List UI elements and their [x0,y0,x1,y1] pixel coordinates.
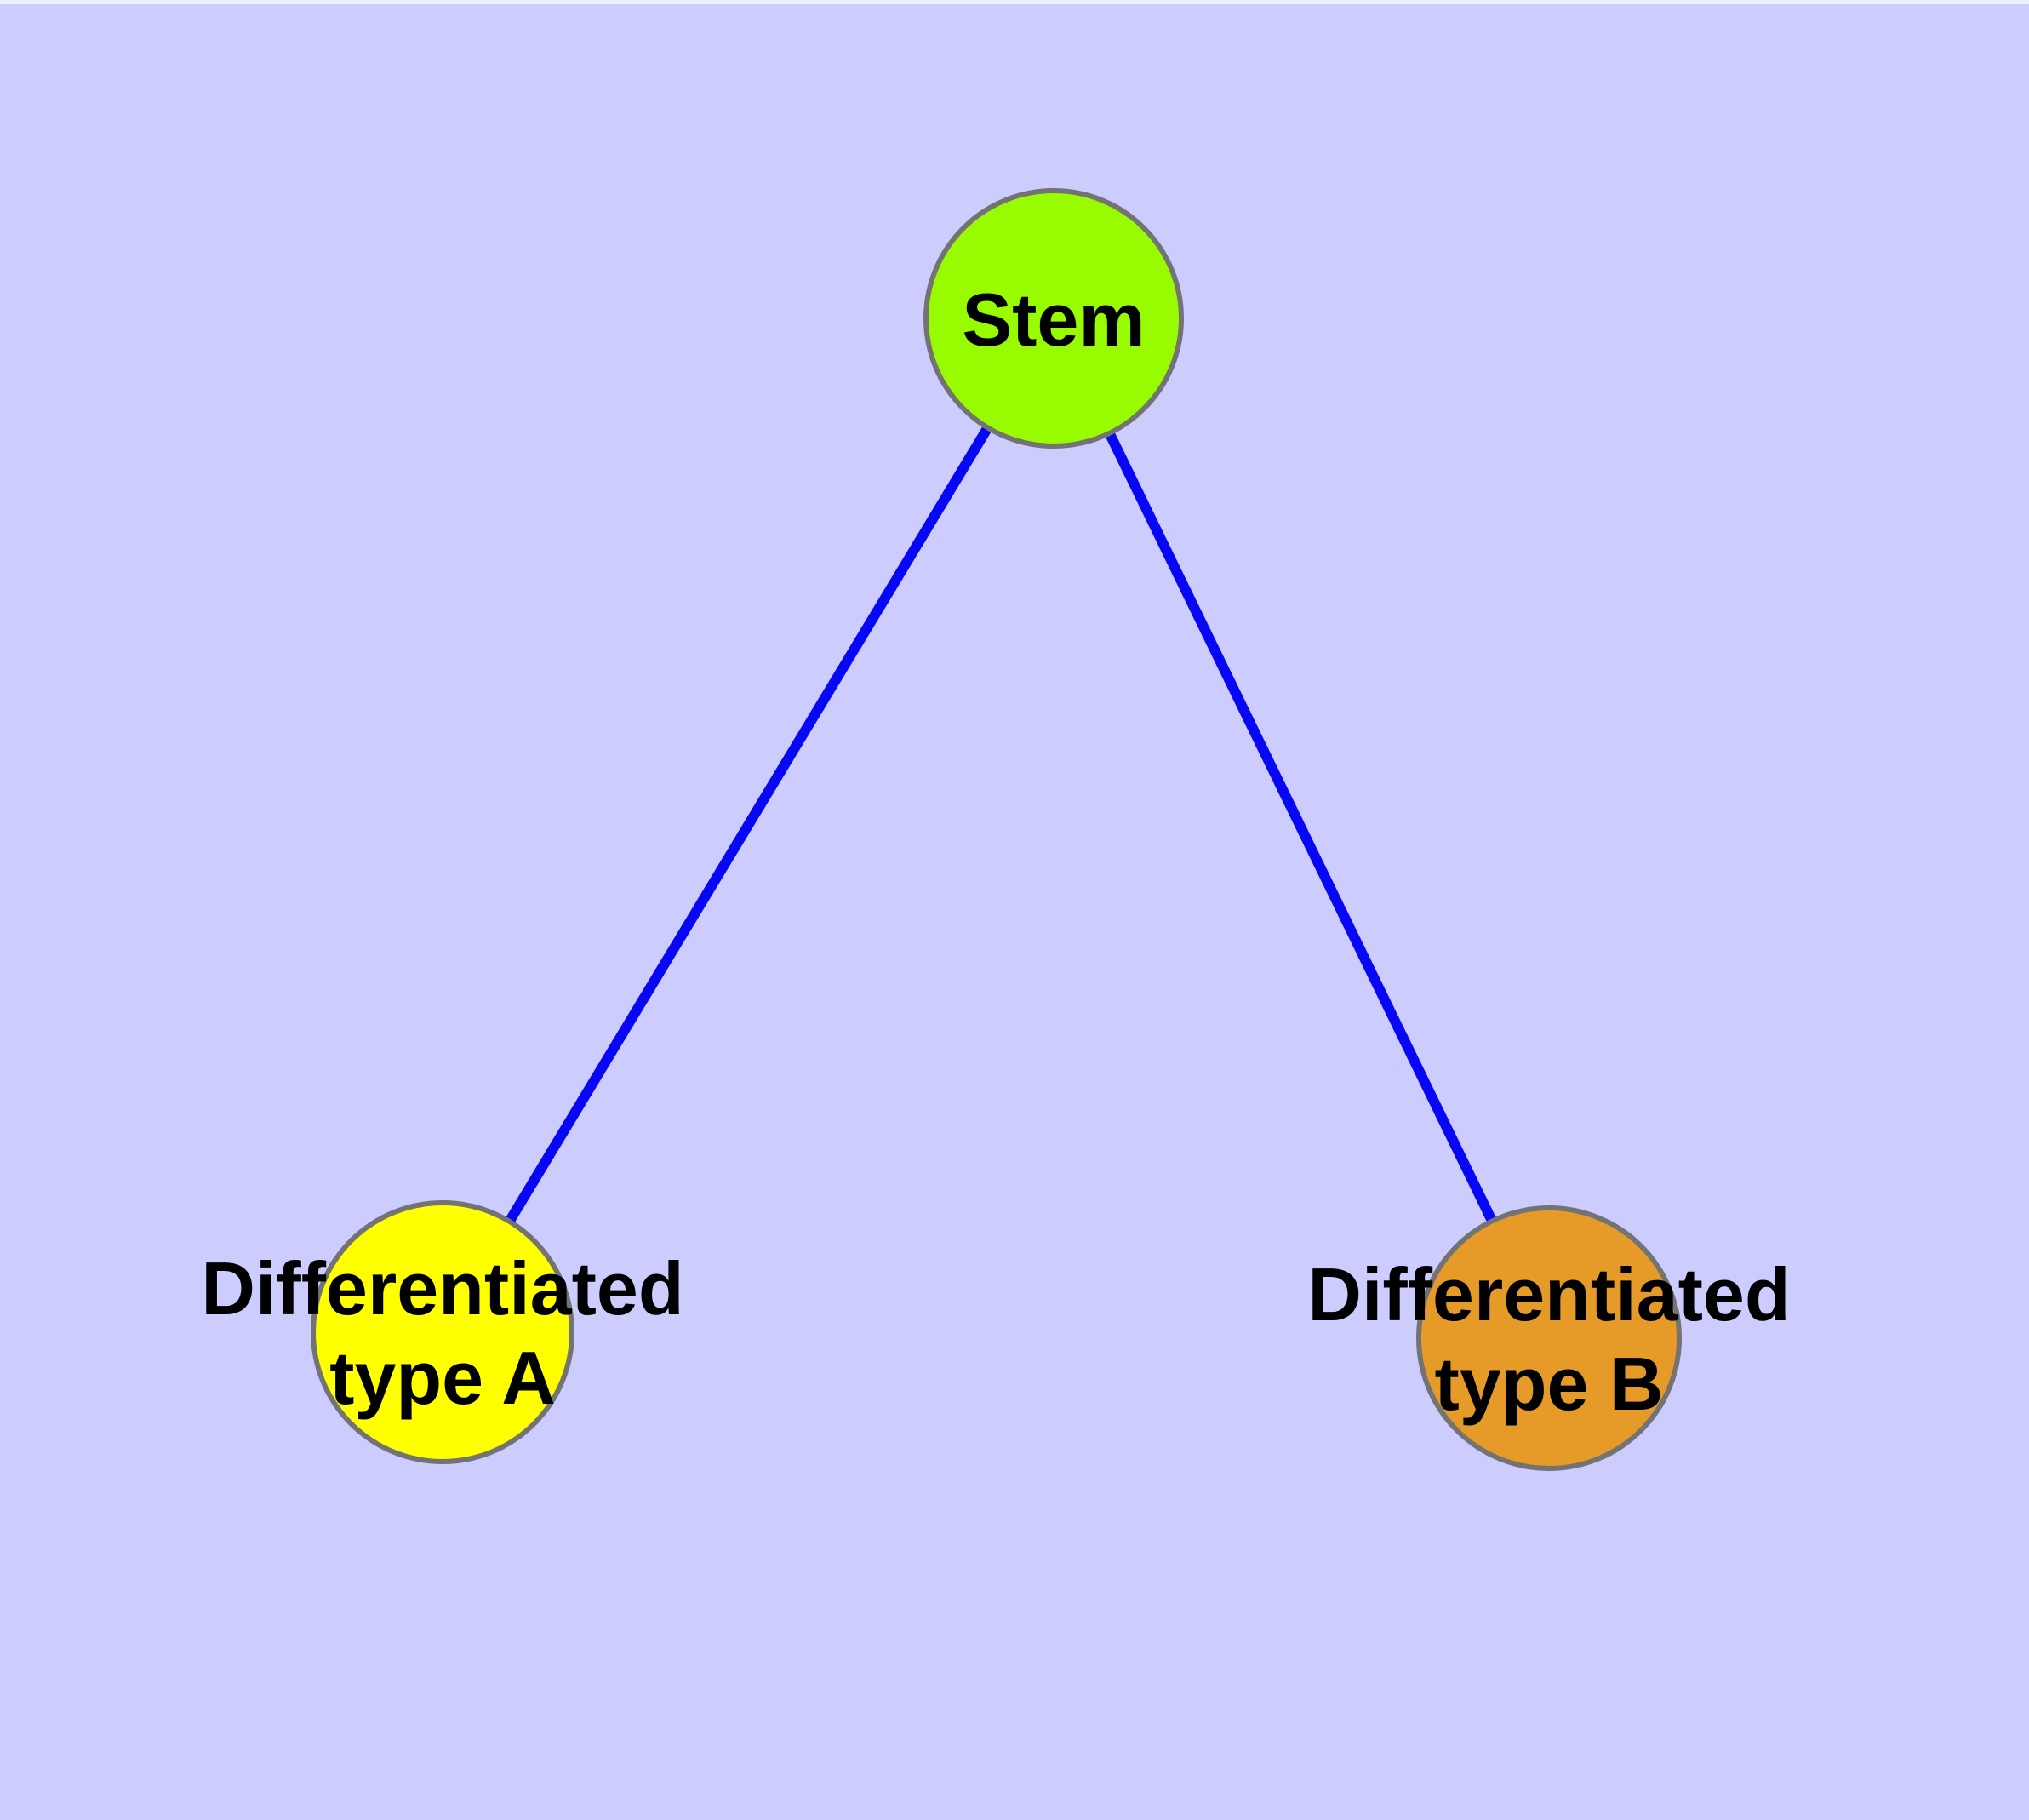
node-stem: Stem [923,188,1184,449]
node-differentiated-type-a: Differentiated type A [201,1200,684,1464]
type-b-node-circle [1416,1205,1682,1471]
type-a-node-circle [311,1200,574,1464]
stem-node-label: Stem [962,278,1145,362]
type-a-node-label-line1: Differentiated [201,1246,683,1331]
top-edge-strip [0,0,2029,4]
edge-stem-to-type-b [1049,316,1554,1341]
type-a-node-label-line2: type A [329,1336,556,1420]
stem-node-circle [923,188,1184,449]
edge-stem-to-type-a [437,315,1059,1336]
node-differentiated-type-b: Differentiated type B [1307,1205,1791,1471]
type-b-node-label-line1: Differentiated [1307,1252,1790,1336]
type-b-node-label-line2: type B [1435,1342,1664,1426]
